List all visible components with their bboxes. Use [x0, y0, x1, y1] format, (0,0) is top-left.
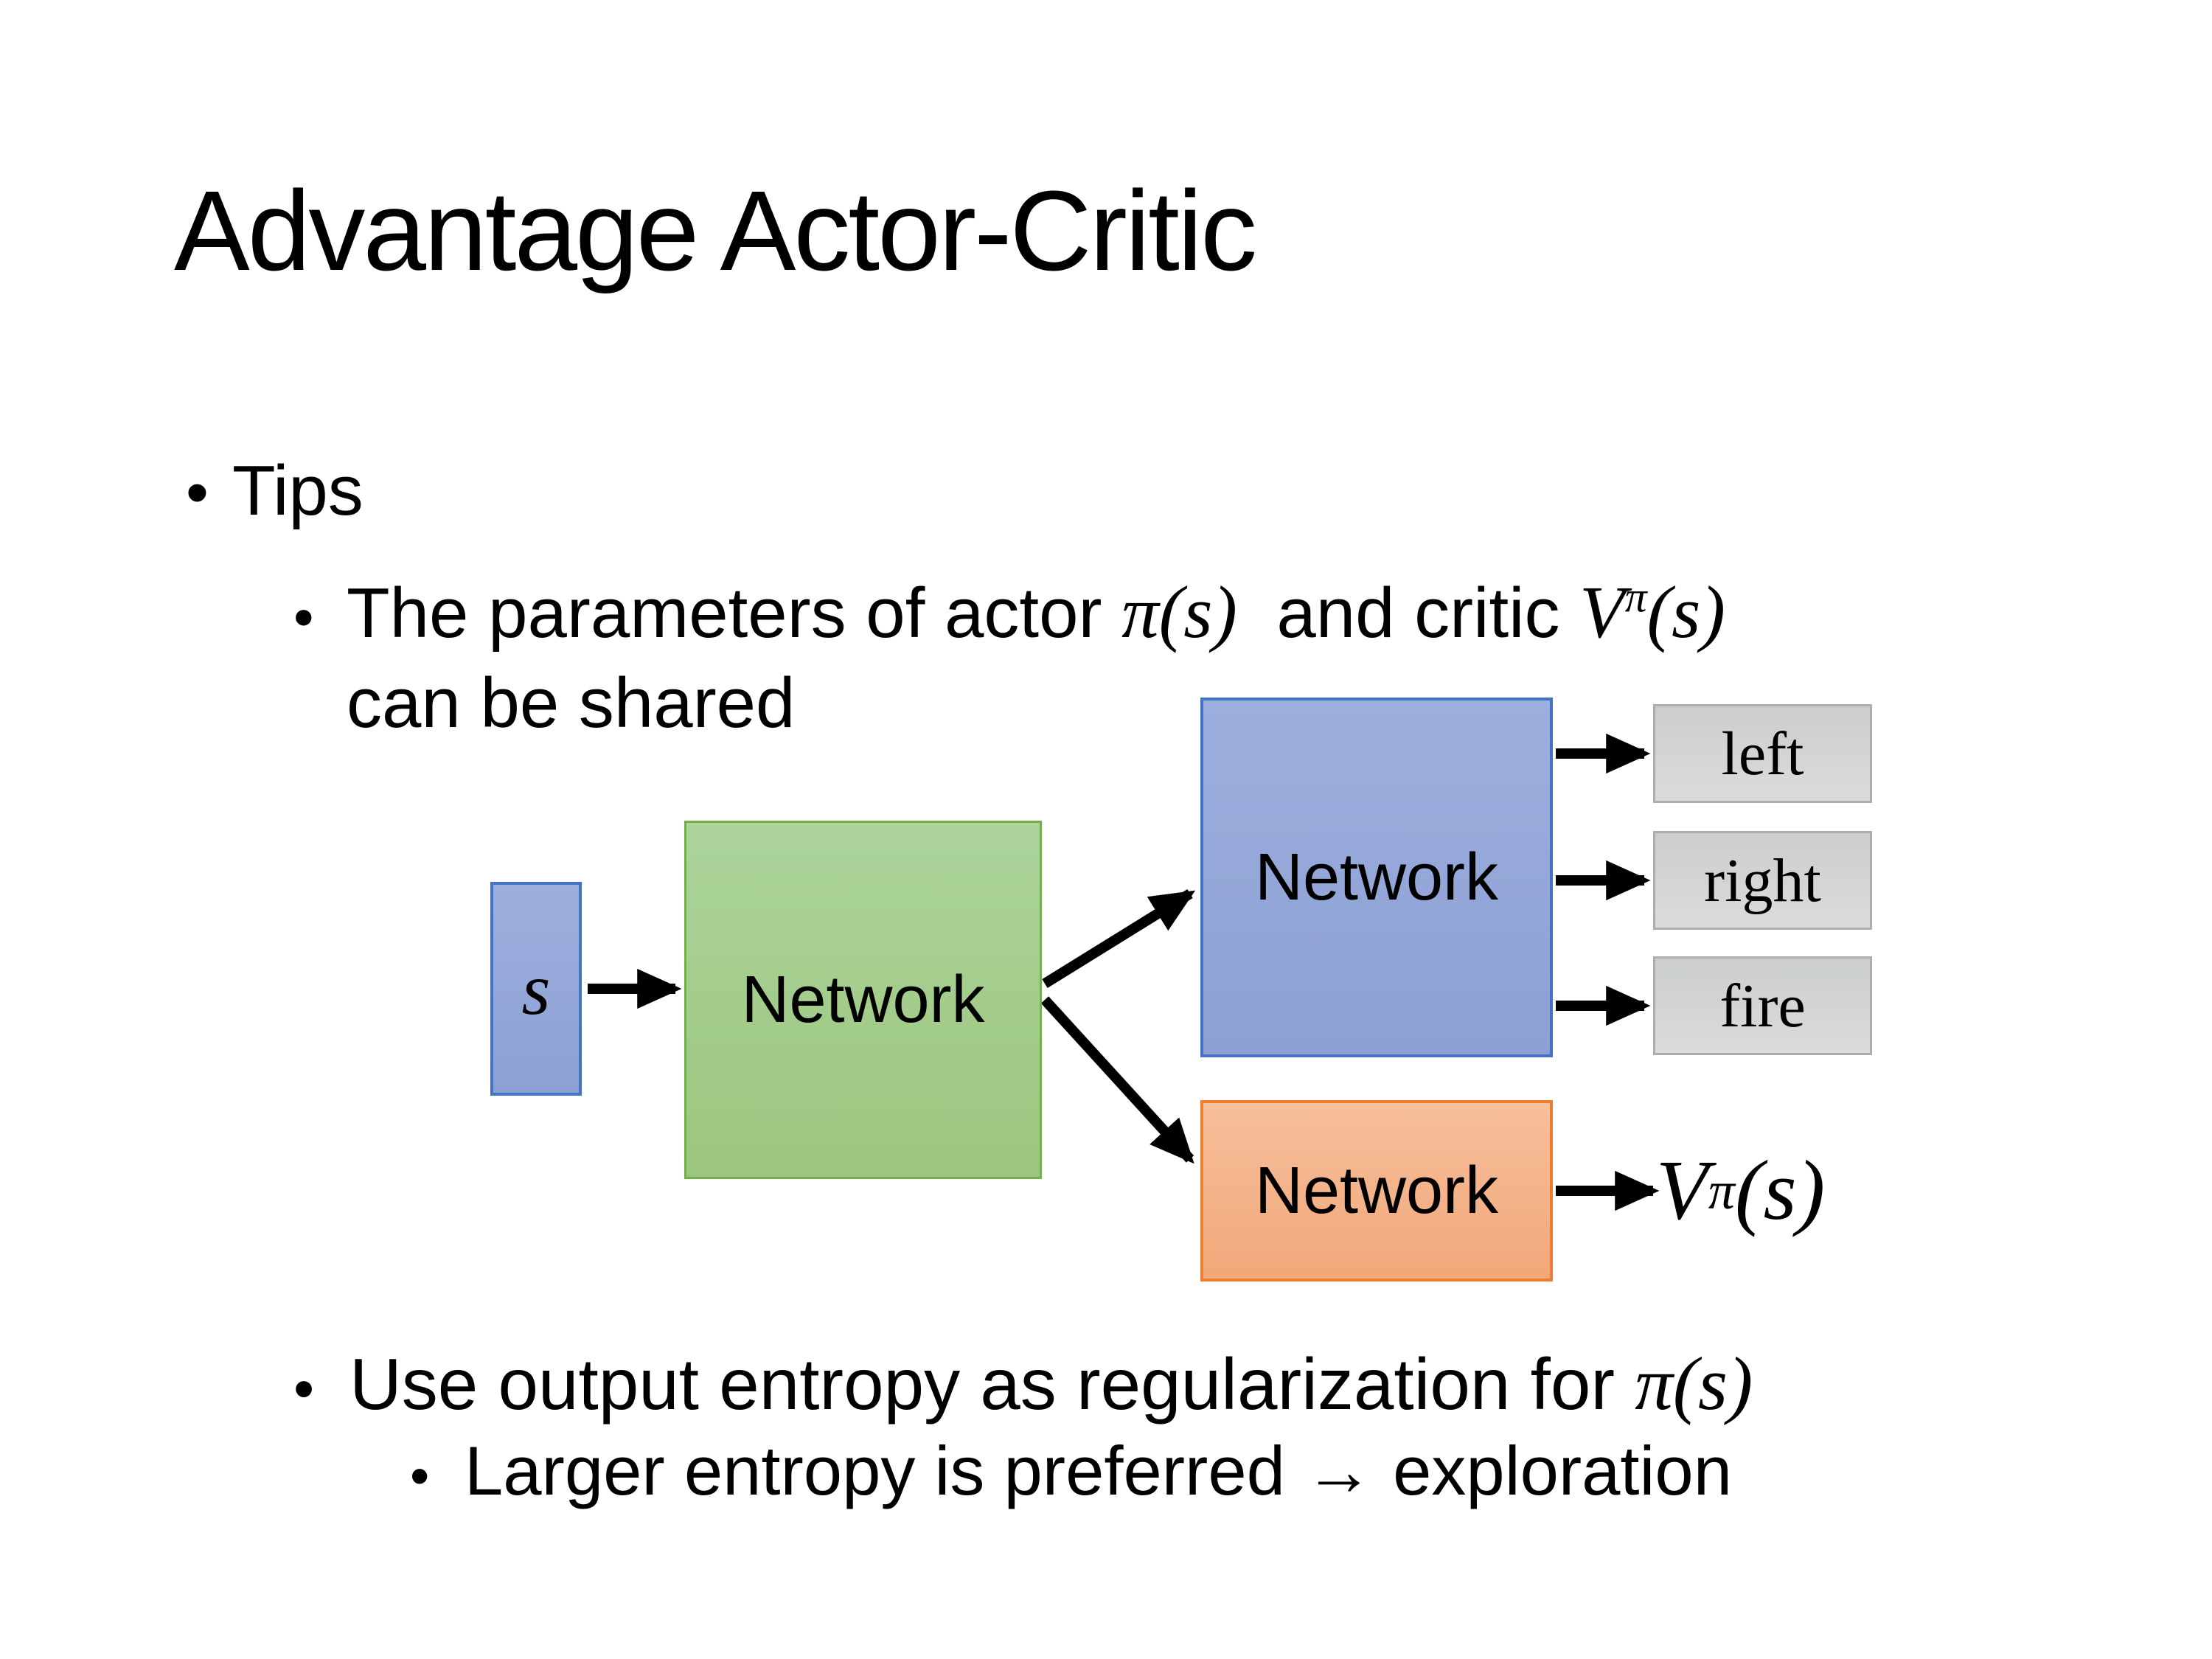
shared-params-mid: and critic [1237, 574, 1580, 653]
critic-math-base: V [1579, 571, 1625, 653]
value-base: V [1656, 1143, 1708, 1238]
slide-title: Advantage Actor-Critic [174, 167, 1257, 294]
arrow-shared-to-critic [1040, 996, 1194, 1164]
bullet-dot: • [186, 456, 209, 529]
tips-label: Tips [232, 451, 364, 530]
bullet-entropy: • Use output entropy as regularization fo… [293, 1346, 1753, 1422]
critic-math-args: (s) [1646, 571, 1725, 653]
entropy-pi-math: π(s) [1635, 1342, 1753, 1426]
actor-math: π(s) [1121, 571, 1237, 653]
critic-network-box: Network [1200, 1100, 1553, 1281]
critic-network-label: Network [1254, 1153, 1499, 1228]
action-box-fire: fire [1653, 956, 1872, 1055]
action-label-fire: fire [1719, 971, 1806, 1040]
actor-network-label: Network [1254, 840, 1499, 914]
shared-params-text: The parameters of actor [347, 574, 1122, 653]
bullet-dot: • [410, 1444, 430, 1506]
shared-network-box: Network [684, 821, 1042, 1179]
value-sup: π [1708, 1161, 1735, 1220]
bullet-dot: • [293, 585, 314, 650]
arrow-shared-to-actor [1042, 889, 1196, 988]
state-label: s [521, 947, 551, 1030]
bullet-shared-params: •The parameters of actor π(s) and critic… [293, 575, 1725, 650]
action-label-left: left [1721, 719, 1804, 788]
shared-network-label: Network [741, 962, 985, 1037]
critic-math-sup: π [1624, 572, 1647, 622]
action-box-left: left [1653, 704, 1872, 803]
bullet-tips: •Tips [186, 456, 364, 526]
value-args: (s) [1734, 1143, 1826, 1238]
entropy-text: Use output entropy as regularization for [349, 1343, 1635, 1425]
action-label-right: right [1704, 846, 1821, 915]
state-input-box: s [490, 882, 582, 1096]
action-box-right: right [1653, 831, 1872, 930]
actor-network-box: Network [1200, 698, 1553, 1057]
exploration-text: Larger entropy is preferred → exploratio… [465, 1432, 1732, 1509]
bullet-exploration: •Larger entropy is preferred → explorati… [410, 1436, 1732, 1506]
bullet-dot: • [293, 1356, 315, 1422]
bullet-shared-params-line2: can be shared [347, 664, 796, 742]
